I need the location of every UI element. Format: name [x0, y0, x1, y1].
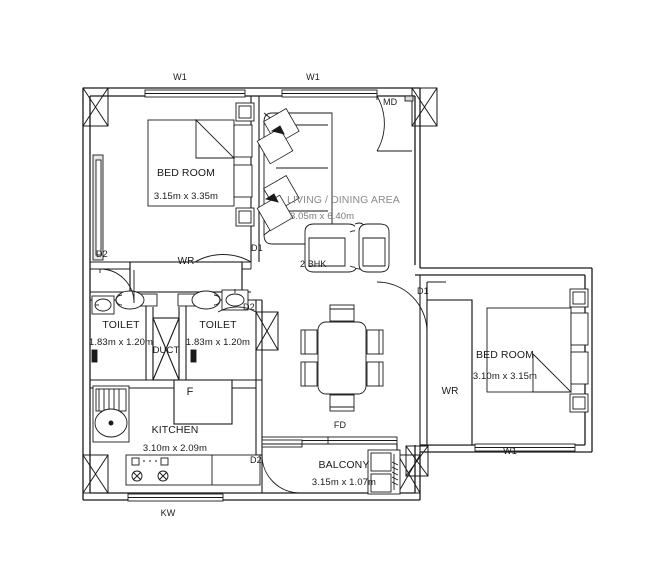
window-w1-top-left: [144, 89, 246, 98]
room-name-toilet-left: TOILET: [102, 319, 140, 331]
room-dimensions-balcony: 3.15m x 1.07m: [311, 477, 377, 488]
door-label-md: MD: [383, 97, 398, 107]
door-d1-bedroom-left: [194, 254, 252, 269]
window-label-fd: FD: [333, 420, 347, 430]
bed-left: [147, 102, 255, 227]
door-d2-toilet-left: [99, 268, 135, 304]
column-bottom-left: [82, 454, 109, 494]
window-label-kw: KW: [160, 508, 176, 518]
window-label-w1-top-right: W1: [306, 72, 320, 82]
column-right-upper: [405, 445, 429, 477]
door-label-d1-bedroom-left: D1: [251, 243, 263, 253]
room-name-bedroom-left: BED ROOM: [157, 167, 215, 179]
window-label-w1-top-left: W1: [173, 72, 187, 82]
room-name-toilet-right: TOILET: [199, 319, 237, 331]
room-name-balcony: BALCONY: [318, 459, 370, 471]
closet-label-wr-right: WR: [441, 386, 459, 397]
column-top-right: [411, 87, 438, 127]
sofa-three-seat: [256, 108, 333, 245]
door-d2-toilet-right: [217, 306, 262, 313]
window-kw-kitchen: [127, 493, 224, 502]
wr-top-closet: [129, 261, 243, 293]
room-name-living-dining: LIVING / DINING AREA: [287, 194, 400, 206]
room-dimensions-living-dining: 3.05m x 6.40m: [290, 211, 355, 222]
kitchen-counter: [125, 454, 261, 486]
door-label-d2-toilet-left: D2: [96, 249, 108, 259]
window-label-w1-bottom-right: W1: [503, 446, 517, 456]
room-dimensions-bedroom-right: 3.10m x 3.15m: [472, 371, 538, 382]
column-top-left: [82, 87, 109, 127]
window-w1-top-right: [281, 89, 378, 98]
window-w1-bottom-right: [474, 443, 576, 452]
room-dimensions-bedroom-left: 3.15m x 3.35m: [153, 191, 219, 202]
door-d2-kitchen: [261, 439, 303, 494]
washing-machine: [367, 449, 401, 495]
room-dimensions-toilet-right: 1.83m x 1.20m: [185, 337, 251, 348]
wardrobe-left-wall: [92, 154, 104, 261]
wash-basin-left: [91, 295, 115, 315]
column-mid-left: [255, 311, 279, 351]
kitchen-sink: [92, 385, 130, 443]
door-label-d2-toilet-right: D2: [243, 302, 255, 312]
door-label-d1-bedroom-right: D1: [417, 286, 429, 296]
duct-shaft: [152, 317, 180, 381]
wc-right: [177, 290, 221, 310]
toilet-fittings: [91, 349, 197, 363]
room-name-duct: DUCT: [152, 345, 180, 356]
room-name-bedroom-right: BED ROOM: [476, 349, 534, 361]
wash-basin-right: [221, 289, 249, 311]
fixture-label-fridge: F: [186, 386, 194, 398]
room-dimensions-kitchen: 3.10m x 2.09m: [142, 443, 208, 454]
wc-left: [115, 290, 158, 310]
room-name-kitchen: KITCHEN: [151, 424, 199, 436]
bed-right: [486, 288, 589, 413]
sofa-two-seat: [304, 222, 390, 273]
wr-right-closet: [426, 299, 473, 446]
fridge-box: [173, 379, 233, 425]
windows: [127, 89, 576, 502]
door-label-d2-balcony: D2: [250, 455, 262, 465]
closet-label-wr-top: WR: [177, 256, 195, 267]
dining-table-six-seater: [300, 304, 384, 412]
door-md-main: [376, 95, 414, 152]
unit-type-label: 2 BHK: [300, 259, 327, 269]
room-dimensions-toilet-left: 1.83m x 1.20m: [88, 337, 154, 348]
